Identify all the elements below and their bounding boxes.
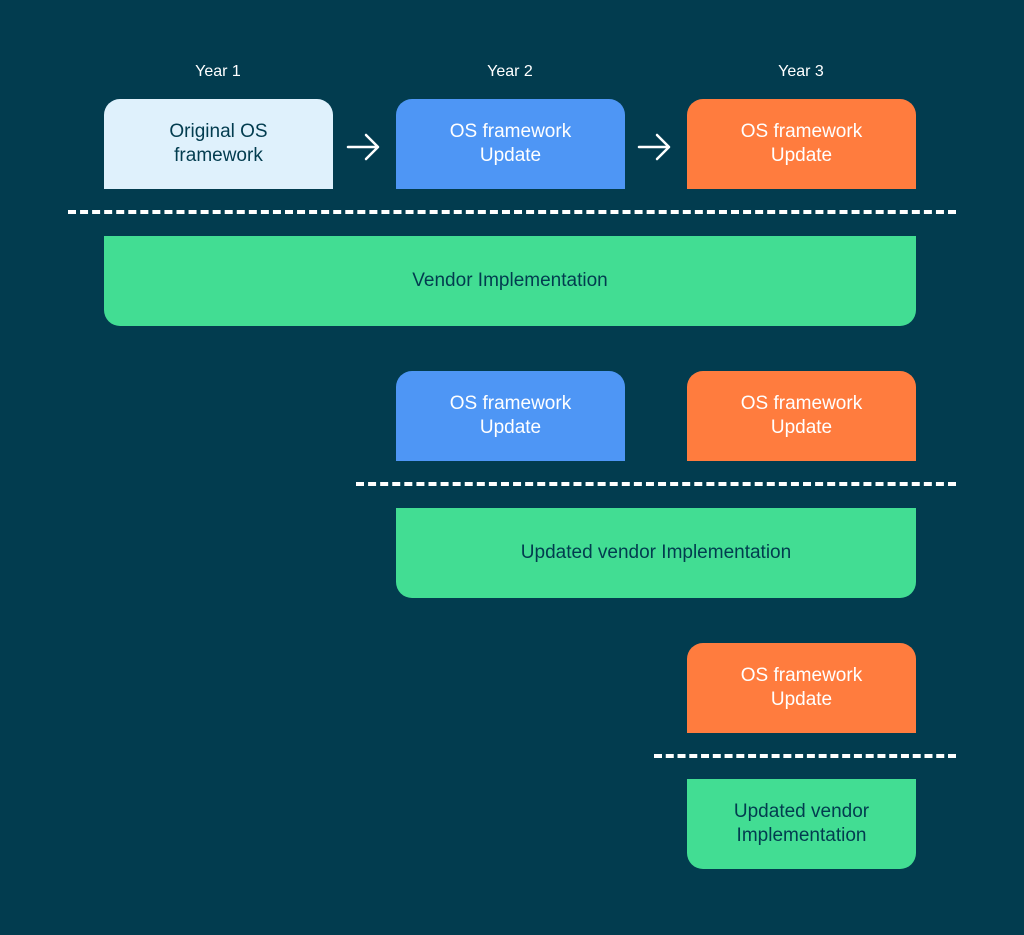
right-arrow-icon — [637, 133, 671, 161]
os-framework-update-year3-box: OS framework Update — [687, 371, 916, 461]
year-label-3: Year 3 — [778, 63, 824, 80]
os-framework-update-year3-box: OS framework Update — [687, 99, 916, 189]
original-os-framework-box: Original OS framework — [104, 99, 333, 189]
dashed-divider — [654, 754, 956, 758]
year-label-1: Year 1 — [195, 63, 241, 80]
right-arrow-icon — [346, 133, 380, 161]
year-label-2: Year 2 — [487, 63, 533, 80]
updated-vendor-implementation-box: Updated vendor Implementation — [396, 508, 916, 598]
os-framework-update-year3-box: OS framework Update — [687, 643, 916, 733]
dashed-divider — [68, 210, 956, 214]
os-framework-update-year2-box: OS framework Update — [396, 371, 625, 461]
os-framework-update-year2-box: OS framework Update — [396, 99, 625, 189]
dashed-divider — [356, 482, 956, 486]
updated-vendor-implementation-box: Updated vendor Implementation — [687, 779, 916, 869]
vendor-implementation-box: Vendor Implementation — [104, 236, 916, 326]
